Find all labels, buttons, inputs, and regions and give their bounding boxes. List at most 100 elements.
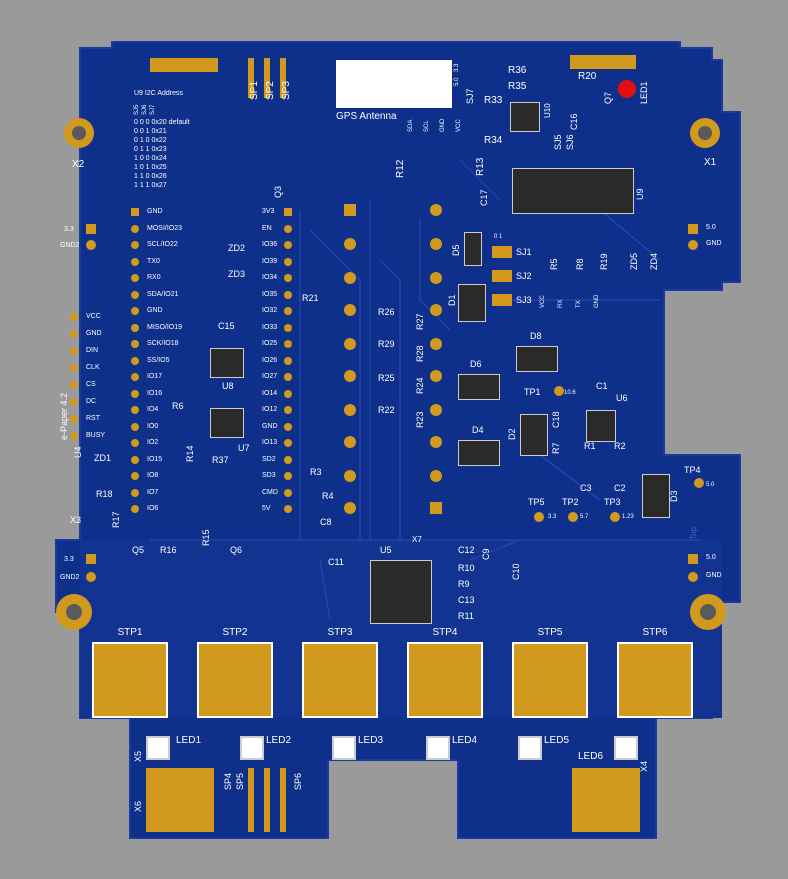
c2-label: C2 — [614, 483, 626, 493]
stp5-label: STP5 — [537, 627, 563, 638]
u9-chip — [512, 168, 634, 214]
esp32-pin-label: IO39 — [262, 257, 278, 265]
led2-smd — [240, 736, 264, 760]
sj2-jumper[interactable] — [492, 270, 512, 282]
esp32-pin-label: IO4 — [147, 406, 159, 413]
u10-chip — [510, 102, 540, 132]
r36-label: R36 — [508, 65, 527, 76]
power-pin — [86, 554, 96, 564]
r17-label: R17 — [111, 511, 121, 528]
tp4-label: TP4 — [684, 465, 701, 475]
uart-pin-vcc: VCC — [540, 295, 546, 308]
r24-label: R24 — [415, 377, 425, 394]
x1-label: X1 — [704, 157, 717, 168]
power-label: 3.3 — [64, 226, 74, 233]
stp1-pad[interactable] — [92, 642, 168, 718]
esp32-pin-label: IO27 — [262, 373, 278, 380]
esp32-pin-label: IO6 — [147, 505, 159, 512]
led4-smd — [426, 736, 450, 760]
r16-label: R16 — [160, 545, 177, 555]
r18-label: R18 — [96, 489, 113, 499]
stepper-pad-row: STP1 STP2 STP3 STP4 STP5 STP6 — [92, 628, 696, 718]
zd5-label: ZD5 — [629, 252, 639, 270]
r29-label: R29 — [378, 339, 395, 349]
stp5-pad[interactable] — [512, 642, 588, 718]
r35-label: R35 — [508, 81, 527, 92]
tp5-pad[interactable] — [534, 512, 544, 522]
stp3-pad[interactable] — [302, 642, 378, 718]
r21-label: R21 — [302, 293, 319, 303]
stp2-pad[interactable] — [197, 642, 273, 718]
power-label: 5.0 — [706, 224, 716, 231]
i2c-row: 1 1 1 0x27 — [134, 182, 167, 189]
r15-label: R15 — [201, 529, 211, 546]
zd4-label: ZD4 — [649, 252, 659, 270]
r25-label: R25 — [378, 373, 395, 383]
c3-label: C3 — [580, 483, 592, 493]
zd3-label: ZD3 — [228, 269, 246, 279]
d8-label: D8 — [530, 331, 542, 341]
sp1-pad — [248, 58, 254, 98]
sj1-jumper[interactable] — [492, 246, 512, 258]
esp32-pin-label: SD2 — [262, 455, 276, 463]
esp32-pin-label: IO25 — [262, 340, 278, 347]
r12-label: R12 — [395, 159, 406, 178]
stp4-label: STP4 — [432, 627, 458, 638]
esp32-pin-label: MOSI/IO23 — [147, 224, 183, 232]
sj1-jumper-label: 0 1 — [494, 234, 503, 240]
tp3-pad[interactable] — [610, 512, 620, 522]
mounting-hole-x1 — [690, 118, 720, 148]
sj7-option: 5.0 — [454, 77, 460, 86]
r1-label: R1 — [584, 441, 596, 451]
esp32-pin-label: IO26 — [262, 356, 278, 364]
sp2-label: SP2 — [265, 81, 276, 100]
stp4-pad[interactable] — [407, 642, 483, 718]
stp6-label: STP6 — [642, 627, 668, 638]
led6-strip-label: LED6 — [578, 751, 604, 762]
zd2-label: ZD2 — [228, 243, 246, 253]
c12-label: C12 — [458, 545, 475, 555]
tp3-label: TP3 — [604, 497, 621, 507]
u7-label: U7 — [238, 443, 250, 453]
c9-label: C9 — [481, 548, 491, 560]
esp32-pin-label: CMD — [262, 488, 278, 496]
sp2-pad — [264, 58, 270, 98]
esp32-pin-label: IO33 — [262, 323, 278, 331]
sj5-label: SJ5 — [553, 134, 563, 150]
esp32-pin-label: GND — [147, 307, 163, 314]
connector-pad-top-right — [570, 55, 636, 69]
led1-red — [618, 80, 636, 98]
esp32-pin-label: SDA/IO21 — [147, 290, 179, 298]
i2c-row: 0 1 0 0x22 — [134, 137, 167, 144]
r28-label: R28 — [415, 345, 425, 362]
tp2-pad[interactable] — [568, 512, 578, 522]
i2c-header-sj7: SJ7 — [150, 104, 156, 115]
d2-diode — [520, 414, 548, 456]
power-pin — [688, 554, 698, 564]
power-pin — [86, 572, 96, 582]
r37-label: R37 — [212, 455, 229, 465]
i2c-row: 1 1 0 0x26 — [134, 173, 167, 180]
led4-strip-label: LED4 — [452, 735, 478, 746]
esp32-pin-label: IO32 — [262, 307, 278, 314]
sj7-label: SJ7 — [465, 88, 475, 104]
power-pin — [86, 240, 96, 250]
esp32-pin-label: GND — [147, 208, 163, 215]
stp6-pad[interactable] — [617, 642, 693, 718]
esp32-pin-label: RX0 — [147, 274, 161, 281]
tp4-pad[interactable] — [694, 478, 704, 488]
stp2-label: STP2 — [222, 627, 248, 638]
sp5-pad — [264, 768, 270, 832]
esp32-pin-label: IO8 — [147, 472, 159, 479]
esp32-pin-label: 5V — [262, 505, 271, 512]
power-label: GND — [706, 240, 722, 247]
sj3-jumper[interactable] — [492, 294, 512, 306]
gps-pin-vcc: VCC — [456, 119, 462, 132]
sj1-label: SJ1 — [516, 247, 532, 257]
tp1-pad[interactable] — [554, 386, 564, 396]
gps-pin-sda: SDA — [408, 119, 414, 132]
r4-label: R4 — [322, 491, 334, 501]
c10-label: C10 — [511, 563, 521, 580]
i2c-row: 1 0 1 0x25 — [134, 164, 167, 171]
